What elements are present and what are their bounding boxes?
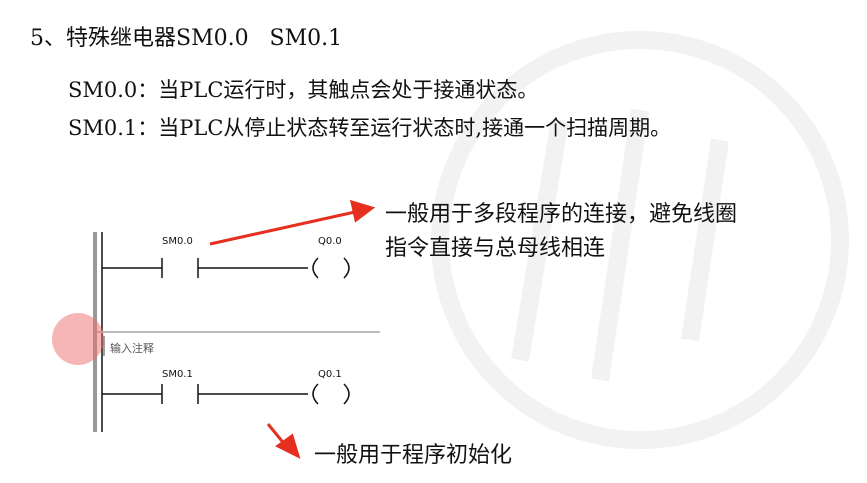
annotation-sm00-line2: 指令直接与总母线相连 (385, 236, 606, 261)
contact-label-sm01: SM0.1 (162, 369, 193, 380)
arrow-to-note1 (209, 199, 376, 246)
coil-q00-right (343, 257, 350, 279)
section-title: 5、特殊继电器SM0.0 SM0.1 (30, 26, 343, 51)
annotation-sm00-line1: 一般用于多段程序的连接，避免线圈 (385, 202, 738, 227)
description-sm01: SM0.1：当PLC从停止状态转至运行状态时,接通一个扫描周期。 (68, 116, 672, 140)
cursor-highlight (52, 313, 104, 365)
coil-q00-left (312, 257, 319, 279)
network-1-rung (102, 257, 350, 279)
network-comment-input[interactable]: 输入注释 (110, 342, 154, 355)
annotation-sm01: 一般用于程序初始化 (314, 443, 513, 468)
coil-label-q00: Q0.0 (318, 236, 342, 247)
coil-q01-right (343, 383, 350, 405)
network-2-rung (102, 383, 350, 405)
description-sm00: SM0.0：当PLC运行时，其触点会处于接通状态。 (68, 78, 539, 102)
coil-label-q01: Q0.1 (318, 369, 342, 380)
contact-label-sm00: SM0.0 (162, 236, 193, 247)
arrow-to-note2 (266, 423, 301, 459)
coil-q01-left (312, 383, 319, 405)
